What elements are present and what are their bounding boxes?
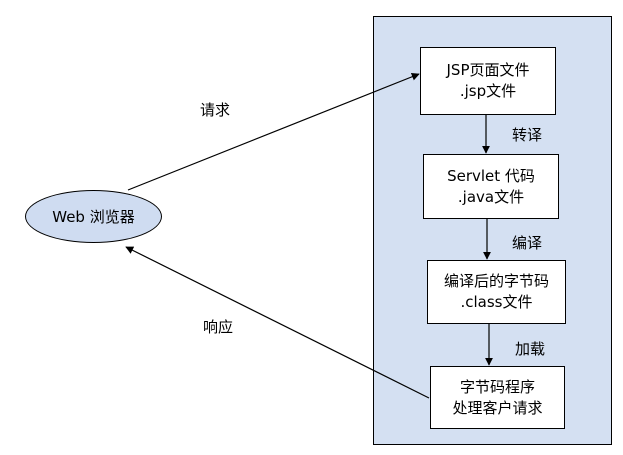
- step-compile-label: 编译: [512, 234, 543, 252]
- jsp-file-ext: .jsp文件: [459, 82, 517, 100]
- web-browser-label: Web 浏览器: [52, 208, 135, 226]
- web-browser-node: Web 浏览器: [25, 190, 162, 243]
- bytecode-box: 编译后的字节码 .class文件: [427, 260, 566, 324]
- response-label: 响应: [203, 318, 234, 336]
- bytecode-ext: .class文件: [460, 293, 533, 311]
- servlet-code-title: Servlet 代码: [447, 166, 535, 185]
- request-arrow: [127, 72, 420, 191]
- step-transpile-label: 转译: [512, 126, 543, 144]
- bytecode-title: 编译后的字节码: [443, 272, 549, 290]
- servlet-code-box: Servlet 代码 .java文件: [423, 154, 559, 219]
- step-load-label: 加载: [515, 340, 546, 358]
- bytecode-program-desc: 处理客户请求: [452, 398, 543, 417]
- servlet-code-ext: .java文件: [457, 187, 525, 206]
- bytecode-program-box: 字节码程序 处理客户请求: [430, 366, 565, 429]
- jsp-file-box: JSP页面文件 .jsp文件: [420, 47, 556, 115]
- jsp-file-title: JSP页面文件: [446, 61, 530, 79]
- request-label: 请求: [200, 101, 231, 119]
- response-arrow: [125, 246, 430, 399]
- bytecode-program-title: 字节码程序: [459, 377, 535, 396]
